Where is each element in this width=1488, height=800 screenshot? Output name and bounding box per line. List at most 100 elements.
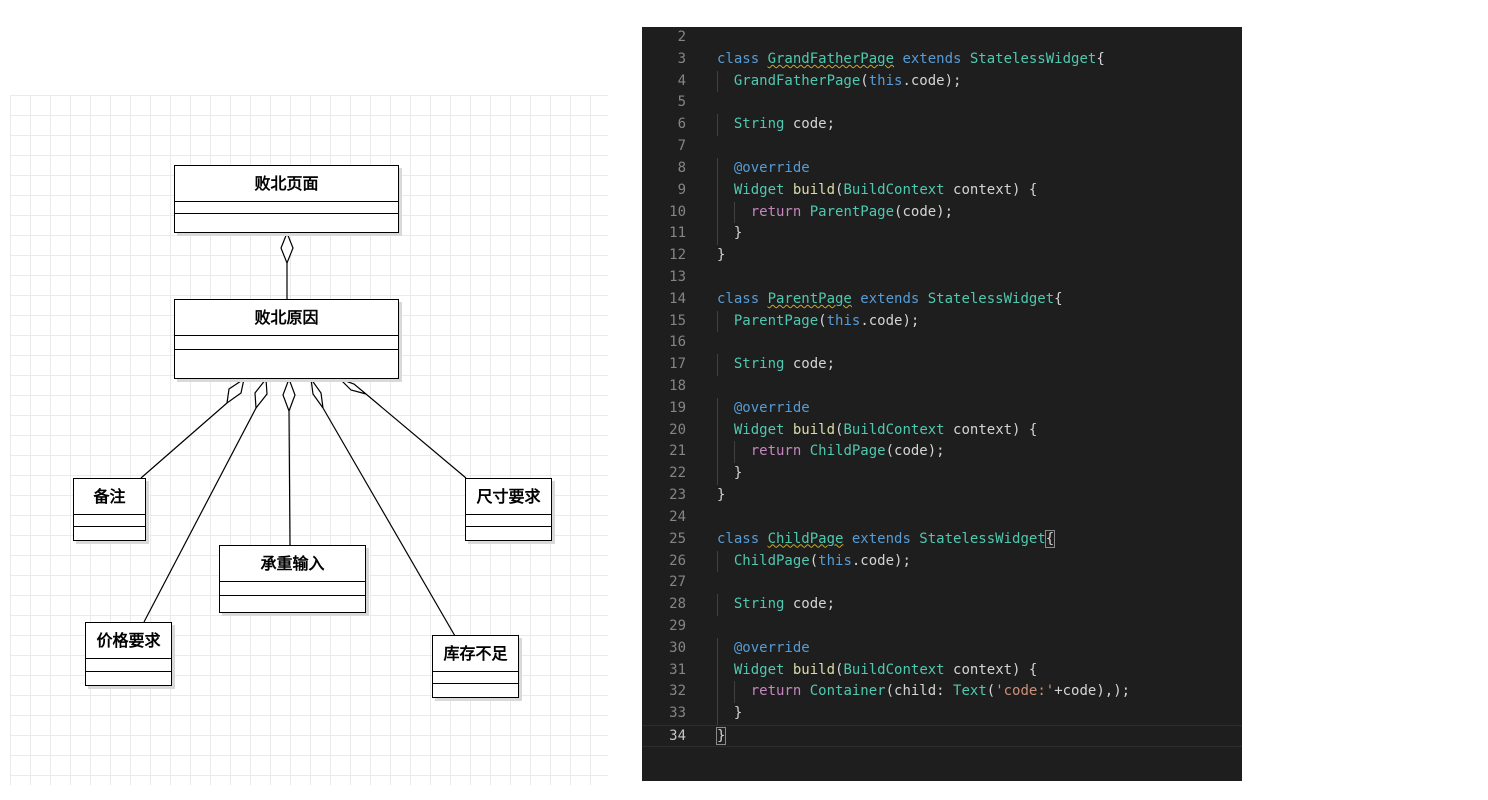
uml-class-price-requirement[interactable]: 价格要求 — [85, 622, 172, 686]
code-token: this — [818, 552, 852, 569]
code-token: } — [717, 705, 743, 722]
code-token: context) { — [944, 661, 1038, 678]
code-token — [717, 553, 734, 569]
code-text[interactable]: @override — [717, 637, 810, 660]
indent-guide — [717, 637, 718, 660]
code-text[interactable]: Widget build(BuildContext context) { — [717, 179, 1037, 202]
uml-class-defeat-page[interactable]: 败北页面 — [174, 165, 399, 233]
uml-class-remark[interactable]: 备注 — [73, 478, 146, 541]
code-line[interactable]: 7 — [642, 136, 1242, 158]
uml-methods-compartment — [86, 672, 171, 685]
code-line[interactable]: 21 return ChildPage(code); — [642, 441, 1242, 464]
code-line[interactable]: 19 @override — [642, 397, 1242, 420]
code-line[interactable]: 33 } — [642, 703, 1242, 725]
code-text[interactable]: String code; — [717, 114, 835, 137]
code-text[interactable]: GrandFatherPage(this.code); — [717, 70, 961, 93]
line-number: 30 — [669, 639, 686, 656]
code-line[interactable]: 18 — [642, 376, 1242, 398]
code-line[interactable]: 25 class ChildPage extends StatelessWidge… — [642, 529, 1242, 551]
code-line[interactable]: 4 GrandFatherPage(this.code); — [642, 70, 1242, 93]
code-text[interactable]: class ParentPage extends StatelessWidget… — [717, 289, 1063, 311]
code-line[interactable]: 15 ParentPage(this.code); — [642, 310, 1242, 333]
uml-attributes-compartment — [220, 582, 365, 596]
code-line[interactable]: 12} — [642, 245, 1242, 267]
code-line[interactable]: 28 String code; — [642, 594, 1242, 616]
aggregation-line — [322, 407, 456, 637]
code-text[interactable]: return ChildPage(code); — [717, 441, 945, 464]
code-line[interactable]: 29 — [642, 616, 1242, 638]
code-text[interactable]: return ParentPage(code); — [717, 201, 954, 224]
code-text[interactable]: @override — [717, 157, 810, 180]
uml-class-out-of-stock[interactable]: 库存不足 — [432, 635, 519, 698]
code-line[interactable]: 17 String code; — [642, 354, 1242, 376]
code-token: } — [717, 225, 743, 242]
code-text[interactable]: } — [717, 485, 725, 507]
code-line[interactable]: 32 return Container(child: Text('code:'+… — [642, 681, 1242, 704]
code-text[interactable]: } — [717, 223, 743, 246]
line-number: 8 — [677, 159, 686, 176]
uml-class-load-input[interactable]: 承重输入 — [219, 545, 366, 613]
code-line[interactable]: 13 — [642, 267, 1242, 289]
uml-class-name: 库存不足 — [433, 636, 518, 672]
code-line[interactable]: 24 — [642, 507, 1242, 529]
code-line[interactable]: 2 — [642, 27, 1242, 49]
line-number: 21 — [669, 443, 686, 460]
line-number: 20 — [669, 421, 686, 438]
code-text[interactable]: } — [717, 245, 725, 267]
line-number: 4 — [677, 72, 686, 89]
uml-diagram-canvas[interactable]: 败北页面 败北原因 备注 尺寸要求 承重输入 价格要求 库存不足 — [10, 95, 608, 785]
code-text[interactable]: } — [717, 463, 742, 486]
code-line[interactable]: 11 } — [642, 223, 1242, 246]
code-line[interactable]: 23} — [642, 485, 1242, 507]
code-text[interactable]: String code; — [717, 354, 835, 376]
indent-guide — [717, 594, 718, 616]
line-number: 25 — [669, 530, 686, 547]
code-token: (code); — [894, 203, 954, 220]
uml-class-defeat-reason[interactable]: 败北原因 — [174, 299, 399, 379]
indent-guide — [717, 550, 718, 573]
code-line[interactable]: 26 ChildPage(this.code); — [642, 550, 1242, 573]
code-line[interactable]: 16 — [642, 332, 1242, 354]
code-line[interactable]: 20 Widget build(BuildContext context) { — [642, 419, 1242, 442]
code-text[interactable]: @override — [717, 397, 810, 420]
line-number: 18 — [669, 378, 686, 394]
code-text[interactable]: Widget build(BuildContext context) { — [717, 659, 1038, 682]
code-text[interactable]: Widget build(BuildContext context) { — [717, 419, 1037, 442]
aggregation-links — [140, 231, 467, 637]
code-token — [717, 313, 734, 329]
code-token: 'code:' — [995, 683, 1055, 700]
code-text[interactable]: return Container(child: Text('code:'+cod… — [717, 681, 1130, 704]
code-token: .code); — [851, 552, 911, 569]
code-line[interactable]: 30 @override — [642, 637, 1242, 660]
code-token: ParentPage — [733, 312, 819, 329]
code-line[interactable]: 22 } — [642, 463, 1242, 486]
uml-class-size-requirement[interactable]: 尺寸要求 — [465, 478, 552, 541]
code-text[interactable]: String code; — [717, 594, 835, 616]
code-text[interactable]: class ChildPage extends StatelessWidget{ — [717, 529, 1056, 551]
code-text[interactable]: ChildPage(this.code); — [717, 550, 911, 573]
code-text[interactable]: ParentPage(this.code); — [717, 310, 919, 333]
code-token — [717, 596, 734, 612]
code-line[interactable]: 9 Widget build(BuildContext context) { — [642, 179, 1242, 202]
line-number: 9 — [677, 181, 686, 198]
code-line[interactable]: 6 String code; — [642, 114, 1242, 137]
code-line[interactable]: 10 return ParentPage(code); — [642, 201, 1242, 224]
indent-guide — [717, 70, 718, 93]
code-text[interactable]: class GrandFatherPage extends StatelessW… — [717, 49, 1105, 71]
code-token: ChildPage — [767, 530, 844, 547]
code-line[interactable]: 5 — [642, 92, 1242, 114]
code-line[interactable]: 34} — [642, 725, 1242, 747]
line-number: 34 — [669, 728, 686, 744]
uml-attributes-compartment — [433, 672, 518, 684]
code-text[interactable]: } — [715, 726, 727, 748]
code-token: ( — [818, 312, 827, 329]
code-line[interactable]: 27 — [642, 572, 1242, 594]
code-line[interactable]: 8 @override — [642, 157, 1242, 180]
code-text[interactable]: } — [717, 703, 742, 725]
code-line[interactable]: 31 Widget build(BuildContext context) { — [642, 659, 1242, 682]
code-token: class — [717, 290, 768, 307]
